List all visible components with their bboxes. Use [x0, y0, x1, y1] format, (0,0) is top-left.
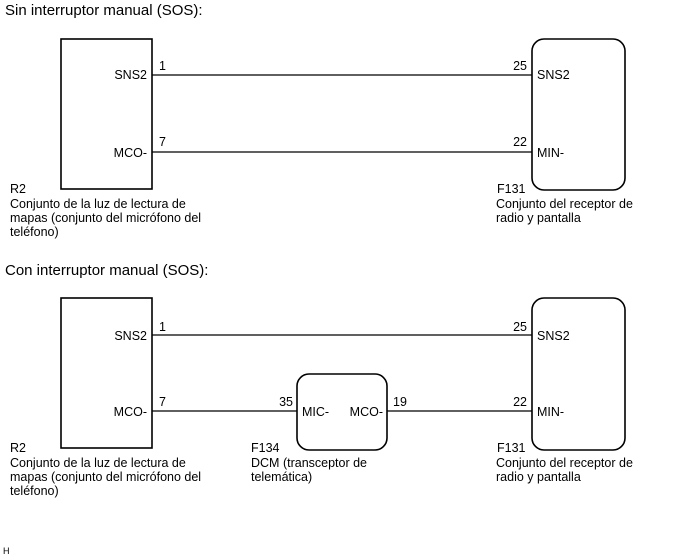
- r2-pin-number-7: 7: [159, 395, 166, 409]
- f134-pin-label-mco: MCO-: [350, 405, 383, 419]
- r2-component-name-line1: Conjunto de la luz de lectura de: [10, 197, 186, 211]
- f134-connector-id: F134: [251, 441, 280, 455]
- r2-component-name-line2: mapas (conjunto del micrófono del: [10, 470, 201, 484]
- footer-mark: H: [3, 546, 10, 556]
- f131-pin-label-sns2: SNS2: [537, 68, 570, 82]
- f131-component-name-line2: radio y pantalla: [496, 470, 581, 484]
- f131-connector-id: F131: [497, 441, 526, 455]
- r2-pin-number-1: 1: [159, 59, 166, 73]
- r2-pin-label-mco: MCO-: [114, 405, 147, 419]
- r2-pin-number-7: 7: [159, 135, 166, 149]
- section-title-without-sos: Sin interruptor manual (SOS):: [5, 2, 203, 19]
- f134-pin-number-19: 19: [393, 395, 407, 409]
- r2-connector-box: [60, 38, 153, 190]
- f131-pin-number-22: 22: [513, 395, 527, 409]
- f131-pin-number-25: 25: [513, 59, 527, 73]
- f131-connector-id: F131: [497, 182, 526, 196]
- f131-component-name-line1: Conjunto del receptor de: [496, 197, 633, 211]
- f134-connector-box: [296, 373, 388, 451]
- f134-component-name-line1: DCM (transceptor de: [251, 456, 367, 470]
- f131-component-name-line2: radio y pantalla: [496, 211, 581, 225]
- f131-pin-label-min: MIN-: [537, 146, 564, 160]
- r2-component-name-line2: mapas (conjunto del micrófono del: [10, 211, 201, 225]
- r2-connector-id: R2: [10, 441, 26, 455]
- f134-component-name-line2: telemática): [251, 470, 312, 484]
- f131-pin-label-min: MIN-: [537, 405, 564, 419]
- r2-component-name-line3: teléfono): [10, 225, 59, 239]
- r2-component-name-line1: Conjunto de la luz de lectura de: [10, 456, 186, 470]
- r2-pin-label-sns2: SNS2: [114, 329, 147, 343]
- f131-pin-label-sns2: SNS2: [537, 329, 570, 343]
- r2-component-name-line3: teléfono): [10, 484, 59, 498]
- r2-pin-number-1: 1: [159, 320, 166, 334]
- section-title-with-sos: Con interruptor manual (SOS):: [5, 262, 208, 279]
- f134-pin-label-mic: MIC-: [302, 405, 329, 419]
- r2-connector-id: R2: [10, 182, 26, 196]
- f131-component-name-line1: Conjunto del receptor de: [496, 456, 633, 470]
- f134-pin-number-35: 35: [279, 395, 293, 409]
- f131-pin-number-25: 25: [513, 320, 527, 334]
- f131-pin-number-22: 22: [513, 135, 527, 149]
- r2-pin-label-sns2: SNS2: [114, 68, 147, 82]
- r2-connector-box: [60, 297, 153, 449]
- f131-connector-box: [531, 297, 626, 451]
- f131-connector-box: [531, 38, 626, 191]
- r2-pin-label-mco: MCO-: [114, 146, 147, 160]
